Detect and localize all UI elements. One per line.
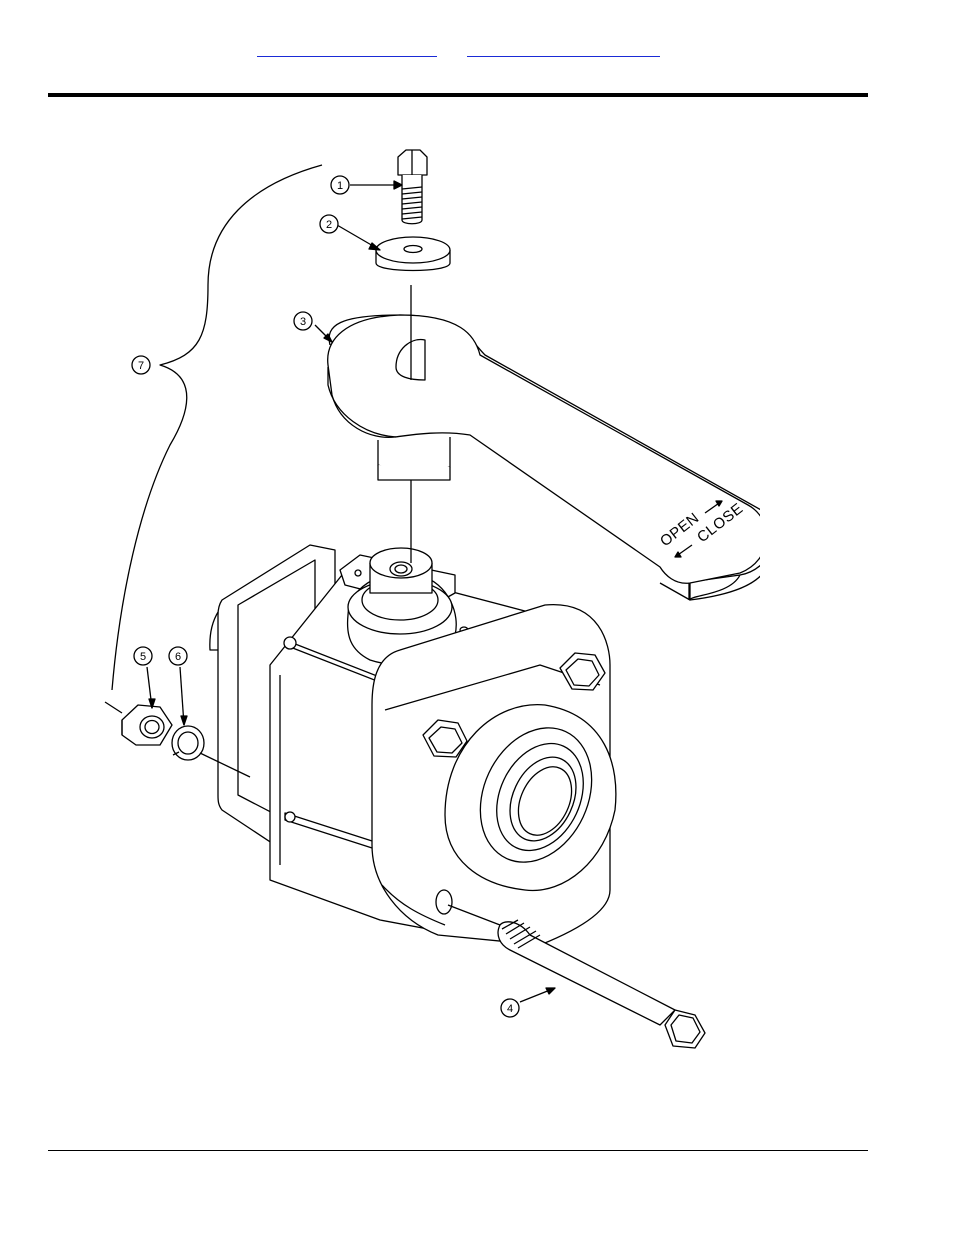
callout-6-label: 6: [175, 651, 181, 663]
callout-6: 6: [169, 647, 187, 665]
header-rule: [48, 93, 868, 97]
callout-4: 4: [501, 999, 519, 1017]
callout-1: 1: [331, 176, 349, 194]
part-6-lock-washer: [172, 726, 204, 760]
callout-1-label: 1: [337, 180, 343, 192]
ball-valve-exploded-diagram: OPEN CLOSE: [100, 145, 760, 1080]
callout-5-label: 5: [140, 651, 146, 663]
callout-4-label: 4: [507, 1003, 513, 1015]
callout-5: 5: [134, 647, 152, 665]
callout-2: 2: [320, 215, 338, 233]
callout-3: 3: [294, 312, 312, 330]
header-link-2[interactable]: [467, 40, 660, 57]
footer-rule: [48, 1150, 868, 1151]
callout-7: 7: [132, 356, 150, 374]
callout-3-label: 3: [300, 316, 306, 328]
part-1-screw: [398, 150, 427, 224]
part-5-nut: [122, 705, 172, 745]
part-2-washer: [376, 237, 450, 271]
flange-bolt-hole: [436, 890, 452, 914]
bolt-axis-left: [105, 702, 122, 713]
callout-7-label: 7: [138, 360, 144, 372]
callout-2-label: 2: [326, 219, 332, 231]
header-link-1[interactable]: [257, 40, 437, 57]
